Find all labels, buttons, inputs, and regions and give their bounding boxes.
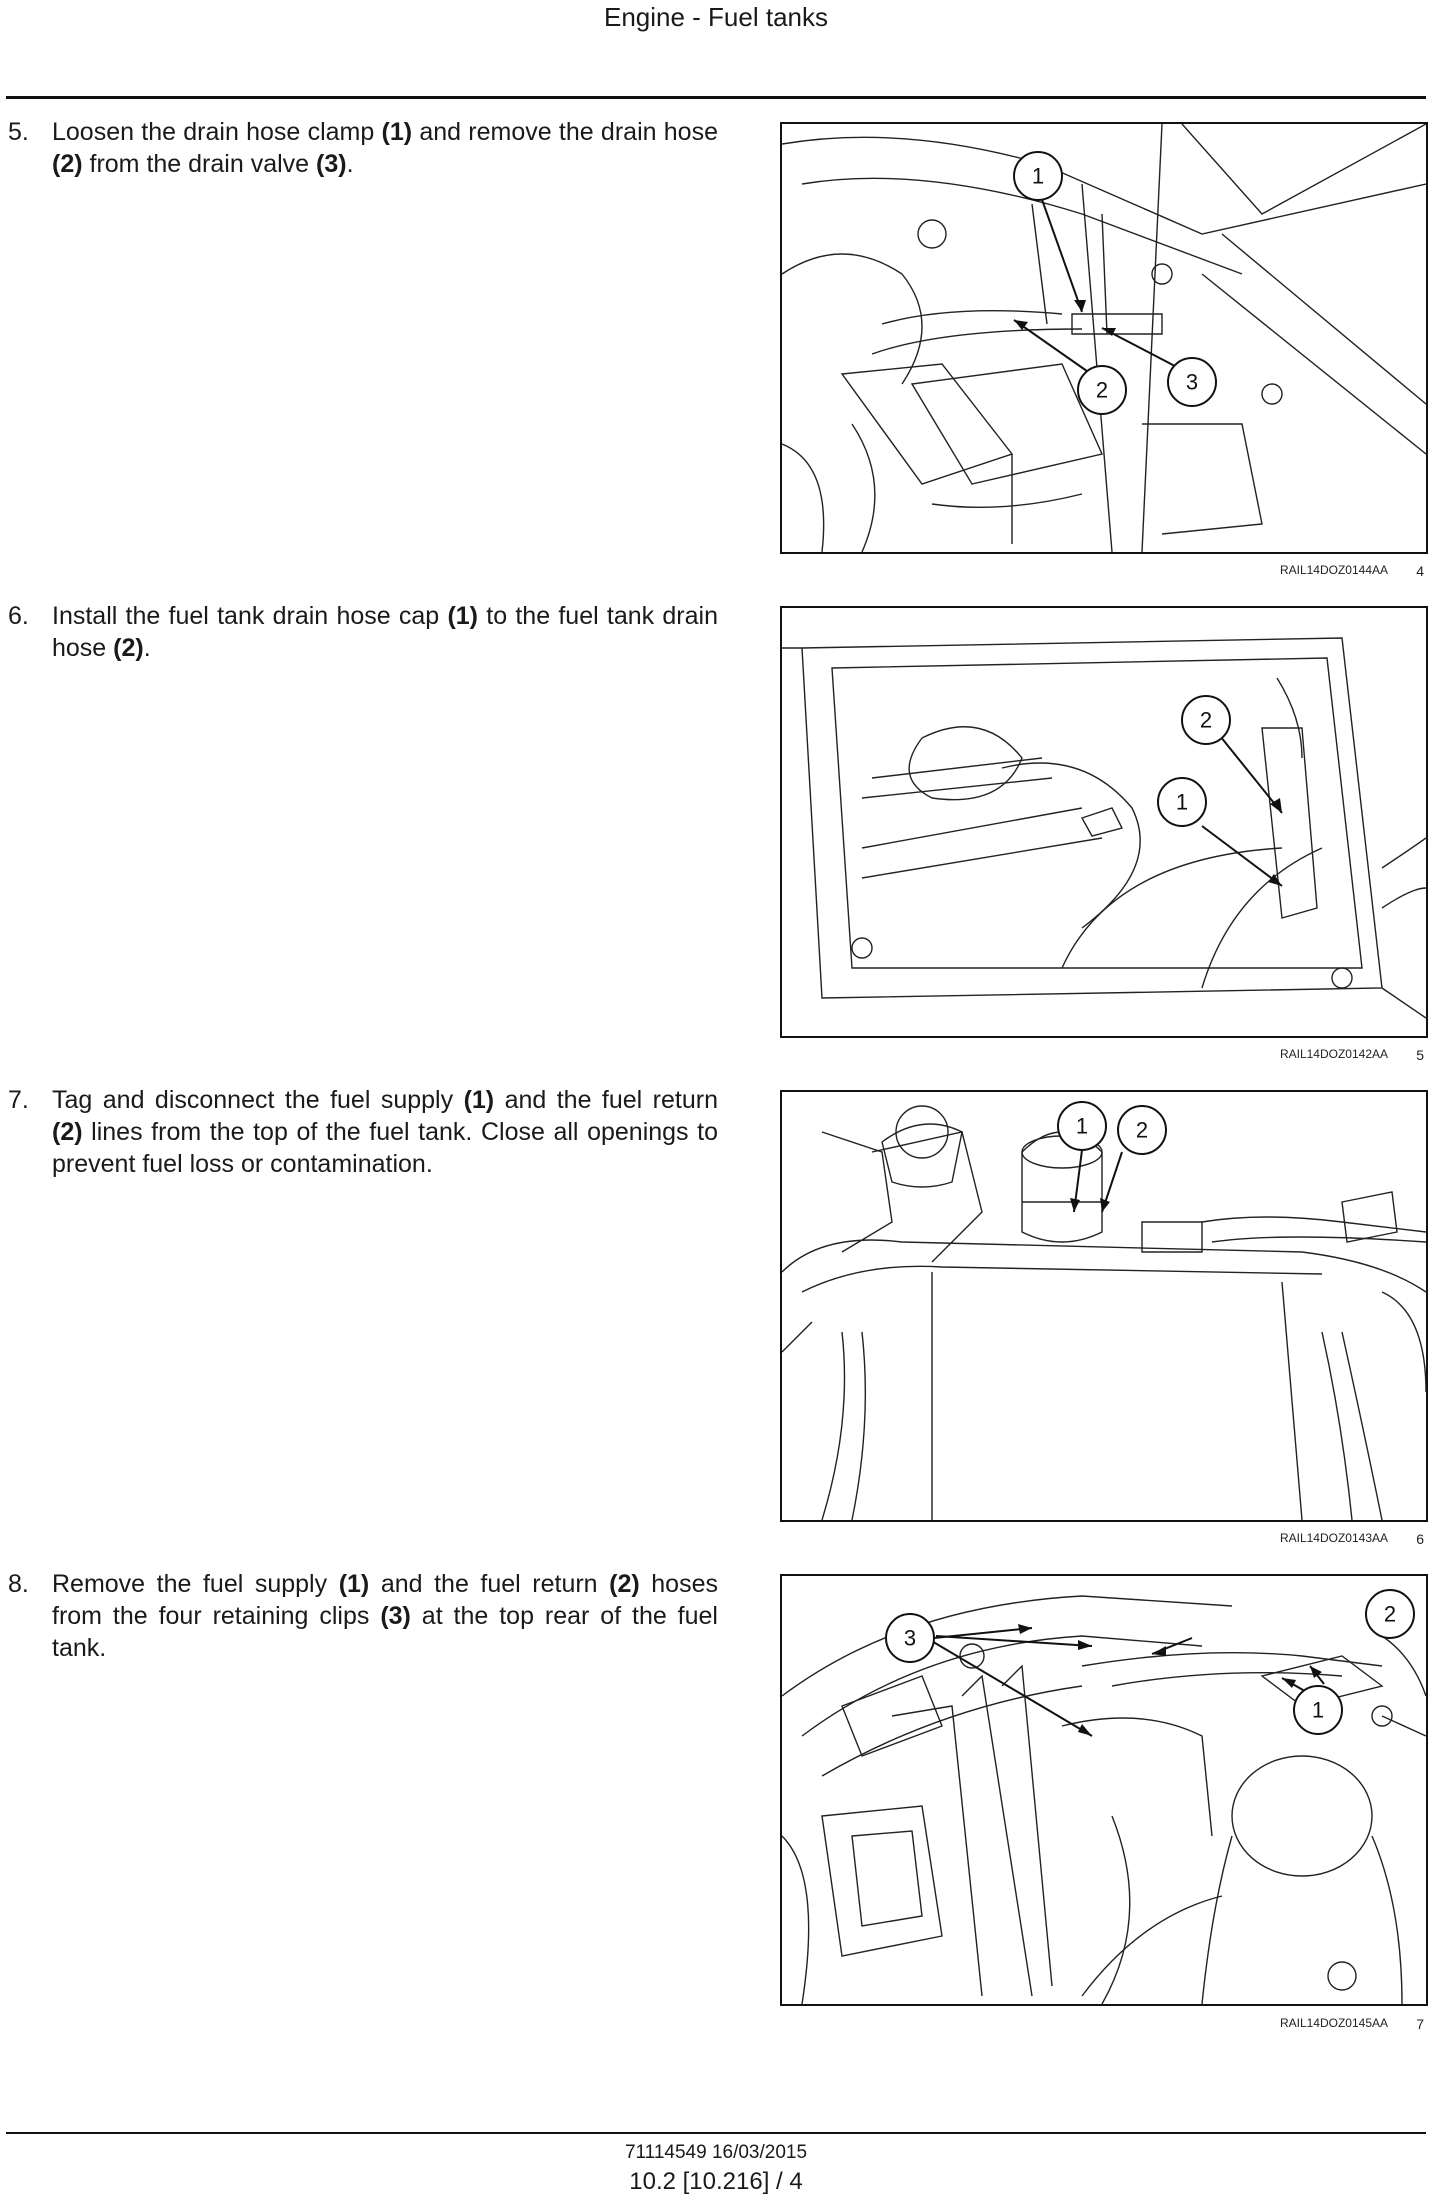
svg-text:1: 1 <box>1312 1698 1324 1723</box>
step-number: 5. <box>8 118 29 146</box>
callout-3: 3 <box>1167 357 1217 407</box>
svg-text:2: 2 <box>1200 708 1212 733</box>
figure-code: RAIL14DOZ0143AA <box>1279 1531 1388 1545</box>
footer-rule <box>6 2132 1426 2134</box>
svg-text:2: 2 <box>1136 1118 1148 1143</box>
figure-code: RAIL14DOZ0145AA <box>1279 2016 1388 2030</box>
svg-text:1: 1 <box>1076 1114 1088 1139</box>
step-text: Install the fuel tank drain hose cap (1)… <box>52 602 718 662</box>
svg-text:2: 2 <box>1384 1602 1396 1627</box>
figure-code: RAIL14DOZ0144AA <box>1279 563 1388 577</box>
callout-2: 2 <box>1117 1105 1167 1155</box>
step-8: 8. Remove the fuel supply (1) and the fu… <box>8 1568 718 1664</box>
figure-4-illustration: 1 2 3 <box>780 122 1428 554</box>
footer-page-number: 10.2 [10.216] / 4 <box>629 2168 803 2195</box>
step-number: 7. <box>8 1086 29 1114</box>
step-text: Remove the fuel supply (1) and the fuel … <box>52 1570 718 1662</box>
svg-text:1: 1 <box>1176 790 1188 815</box>
step-number: 6. <box>8 602 29 630</box>
step-number: 8. <box>8 1570 29 1598</box>
svg-text:2: 2 <box>1096 378 1108 403</box>
svg-text:3: 3 <box>1186 370 1198 395</box>
figure-number: 6 <box>1416 1531 1424 1547</box>
step-text: Tag and disconnect the fuel supply (1) a… <box>52 1086 718 1178</box>
figure-5-illustration: 2 1 <box>780 606 1428 1038</box>
figure-code: RAIL14DOZ0142AA <box>1279 1047 1388 1061</box>
footer-document-id: 71114549 16/03/2015 <box>624 2142 808 2163</box>
svg-text:3: 3 <box>904 1626 916 1651</box>
callout-1: 1 <box>1057 1101 1107 1151</box>
svg-text:1: 1 <box>1032 164 1044 189</box>
callout-2: 2 <box>1181 695 1231 745</box>
step-5: 5. Loosen the drain hose clamp (1) and r… <box>8 116 718 180</box>
figure-number: 7 <box>1416 2016 1424 2032</box>
step-6: 6. Install the fuel tank drain hose cap … <box>8 600 718 664</box>
callout-2: 2 <box>1365 1589 1415 1639</box>
callout-1: 1 <box>1013 151 1063 201</box>
header-rule <box>6 96 1426 99</box>
callout-1: 1 <box>1293 1685 1343 1735</box>
step-text: Loosen the drain hose clamp (1) and remo… <box>52 118 718 178</box>
figure-number: 4 <box>1416 563 1424 579</box>
figure-7-illustration: 3 2 1 <box>780 1574 1428 2006</box>
callout-1: 1 <box>1157 777 1207 827</box>
callout-3: 3 <box>885 1613 935 1663</box>
callout-2: 2 <box>1077 365 1127 415</box>
figure-6-illustration: 1 2 <box>780 1090 1428 1522</box>
figure-number: 5 <box>1416 1047 1424 1063</box>
step-7: 7. Tag and disconnect the fuel supply (1… <box>8 1084 718 1180</box>
page-header-title: Engine - Fuel tanks <box>603 2 828 32</box>
